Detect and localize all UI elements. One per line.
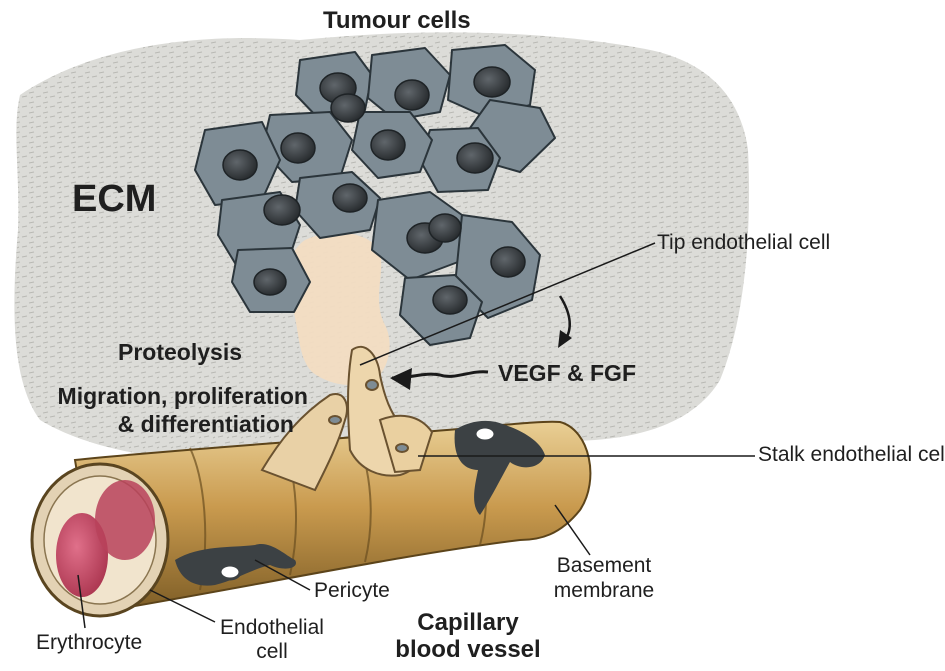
label-erythrocyte: Erythrocyte <box>36 632 142 654</box>
label-tumour-cells: Tumour cells <box>323 8 471 33</box>
label-migration-line1: Migration, proliferation <box>6 384 308 408</box>
label-tip-endothelial-cell: Tip endothelial cell <box>657 232 830 254</box>
label-endothelial-line2: cell <box>212 641 332 663</box>
label-stalk-endothelial-cell: Stalk endothelial cell <box>758 444 945 466</box>
label-ecm: ECM <box>72 180 156 220</box>
label-capillary-line2: blood vessel <box>392 637 544 662</box>
label-endothelial-cell: Endothelial cell <box>212 617 332 663</box>
label-pericyte: Pericyte <box>314 580 390 602</box>
label-endothelial-line1: Endothelial <box>212 617 332 639</box>
label-basement-line2: membrane <box>548 580 660 602</box>
label-migration: Migration, proliferation & differentiati… <box>6 384 308 436</box>
label-migration-line2: & differentiation <box>6 412 308 436</box>
label-capillary-blood-vessel: Capillary blood vessel <box>392 610 544 662</box>
label-basement-membrane: Basement membrane <box>548 555 660 602</box>
label-capillary-line1: Capillary <box>392 610 544 635</box>
label-vegf-fgf: VEGF & FGF <box>498 361 636 385</box>
label-basement-line1: Basement <box>548 555 660 577</box>
label-proteolysis: Proteolysis <box>118 340 242 364</box>
